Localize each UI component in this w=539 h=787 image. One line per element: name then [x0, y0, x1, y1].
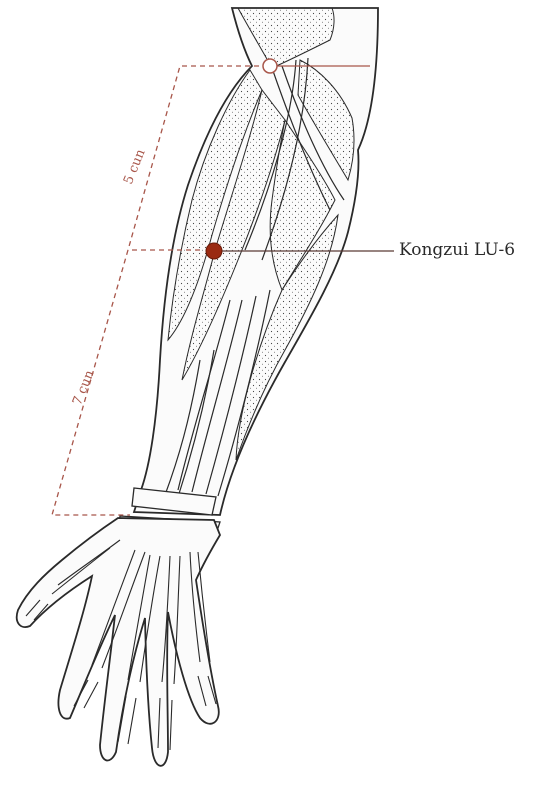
hand-outline: [17, 518, 220, 766]
kongzui-point: [206, 243, 222, 259]
elbow-crease-marker: [263, 59, 277, 73]
point-label: Kongzui LU-6: [399, 240, 515, 260]
